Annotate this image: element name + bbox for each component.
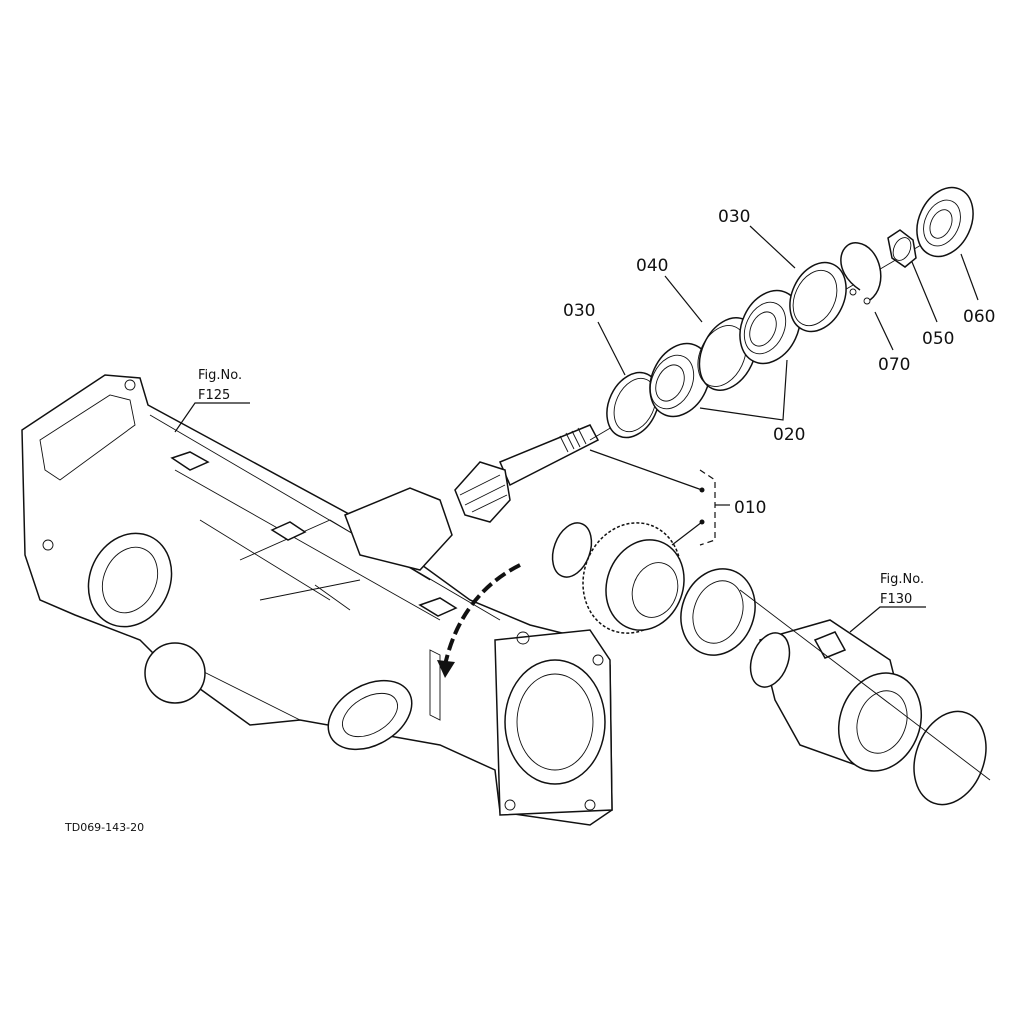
- fig-ref-f125-number: F125: [198, 388, 230, 403]
- ring-gear: [582, 522, 685, 634]
- snap-ring-left: [551, 522, 593, 578]
- callout-050: 050: [922, 329, 954, 349]
- fig-ref-f130-prefix: Fig.No.: [880, 572, 924, 587]
- snap-ring-070: [840, 242, 882, 305]
- drawing-code: TD069-143-20: [64, 821, 144, 834]
- callout-030-right: 030: [718, 207, 750, 227]
- callout-040: 040: [636, 256, 668, 276]
- callout-010: 010: [734, 498, 766, 518]
- oil-seal-060: [916, 186, 974, 258]
- lock-nut-050: [887, 229, 917, 268]
- fig-ref-f130-number: F130: [880, 592, 912, 607]
- callout-070: 070: [878, 355, 910, 375]
- fig-ref-f125-prefix: Fig.No.: [198, 368, 242, 383]
- callout-060: 060: [963, 307, 995, 327]
- callout-030-left: 030: [563, 301, 595, 321]
- differential-case: [749, 619, 923, 772]
- arrow-head-icon: [437, 660, 455, 678]
- o-ring-right: [913, 710, 987, 806]
- pinion-shaft: [454, 424, 600, 523]
- shim-030-left: [606, 371, 660, 439]
- axle-housing: [21, 374, 613, 826]
- leader-lines: [174, 225, 979, 633]
- bearing-020-inner: [649, 342, 711, 418]
- bearing-020-outer: [739, 289, 801, 365]
- differential-bearing: [680, 568, 756, 656]
- shim-030-right: [789, 261, 847, 333]
- callout-020: 020: [773, 425, 805, 445]
